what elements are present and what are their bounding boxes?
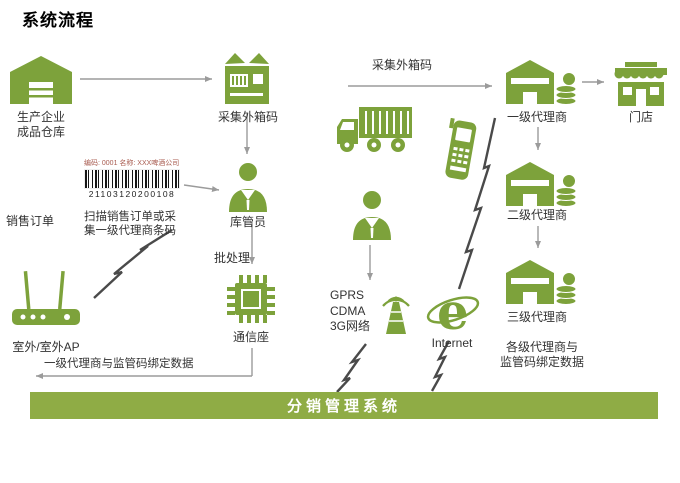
svg-text:e: e [437,286,469,338]
sales-order-label: 销售订单 [6,214,55,228]
barcode-number: 21103120200108 [88,189,176,200]
scan-note: 扫描销售订单或采 集一级代理商条码 [84,211,176,238]
barcode: 编码: 0001 名称: XXX啤酒公司 21103120200108 [84,160,180,200]
barcode-stripes [84,169,180,190]
truck-icon [334,102,414,154]
dock-label: 通信座 [232,330,269,344]
agent1-icon [504,56,580,106]
distribution-system-label: 分销管理系统 [286,398,401,415]
agent3-label: 三级代理商 [506,310,567,324]
network-label: GPRS CDMA 3G网络 [330,288,371,334]
internet-label: Internet [431,336,473,350]
router-icon [10,268,82,330]
agent2-label: 二级代理商 [506,208,567,222]
agent2-icon [504,158,580,208]
barcode-meta: 编码: 0001 名称: XXX啤酒公司 [84,160,180,167]
internet-icon: e [426,282,480,341]
page-title: 系统流程 [22,11,94,30]
store-label: 门店 [628,110,653,124]
lightning-router-keeper [93,228,173,299]
keeper-icon [227,162,269,212]
agent3-icon [504,256,580,306]
store-icon [612,60,670,108]
distribution-system-bar: 分销管理系统 [30,392,658,419]
antenna-icon [376,292,416,336]
operator-icon [351,190,393,240]
dock-icon [224,272,278,326]
binding-left-label: 一级代理商与监管码绑定数据 [44,358,194,370]
box-icon [221,50,275,108]
arrow-barcode-to-keeper [183,184,220,192]
collect-box-label: 采集外箱码 [217,110,278,124]
lightning-network-bar [336,343,367,393]
warehouse-icon [8,52,74,106]
collect-top-label: 采集外箱码 [372,58,433,72]
lightning-internet-agent1 [457,117,497,290]
agent1-label: 一级代理商 [506,110,567,124]
lightning-internet-bar [430,340,451,392]
handheld-scanner-icon [436,117,484,186]
binding-right-label: 各级代理商与 监管码绑定数据 [499,340,584,369]
batch-label: 批处理 [214,251,251,265]
keeper-label: 库管员 [229,215,266,229]
warehouse-label: 生产企业 成品仓库 [16,110,65,139]
ap-label: 室外/室外AP [12,340,80,354]
